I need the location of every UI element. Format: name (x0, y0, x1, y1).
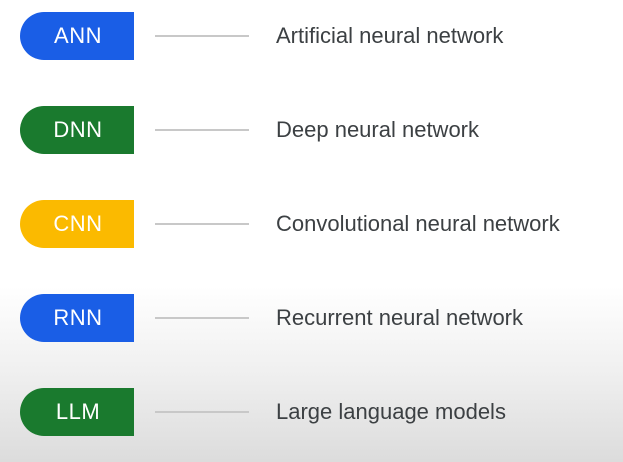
badge-rnn: RNN (20, 294, 134, 342)
label-rnn: Recurrent neural network (276, 305, 524, 330)
connector-line (155, 411, 249, 413)
row-ann: ANN Artificial neural network (0, 12, 623, 60)
row-cnn: CNN Convolutional neural network (0, 200, 623, 248)
connector-line (155, 35, 249, 37)
row-dnn: DNN Deep neural network (0, 106, 623, 154)
connector-line (155, 129, 249, 131)
connector-line (155, 223, 249, 225)
label-llm: Large language models (276, 399, 506, 424)
label-ann: Artificial neural network (276, 23, 504, 48)
badge-dnn: DNN (20, 106, 134, 154)
row-llm: LLM Large language models (0, 388, 623, 436)
label-dnn: Deep neural network (276, 117, 480, 142)
label-cnn: Convolutional neural network (276, 211, 560, 236)
connector-line (155, 317, 249, 319)
badge-ann: ANN (20, 12, 134, 60)
row-rnn: RNN Recurrent neural network (0, 294, 623, 342)
badge-llm: LLM (20, 388, 134, 436)
badge-cnn: CNN (20, 200, 134, 248)
